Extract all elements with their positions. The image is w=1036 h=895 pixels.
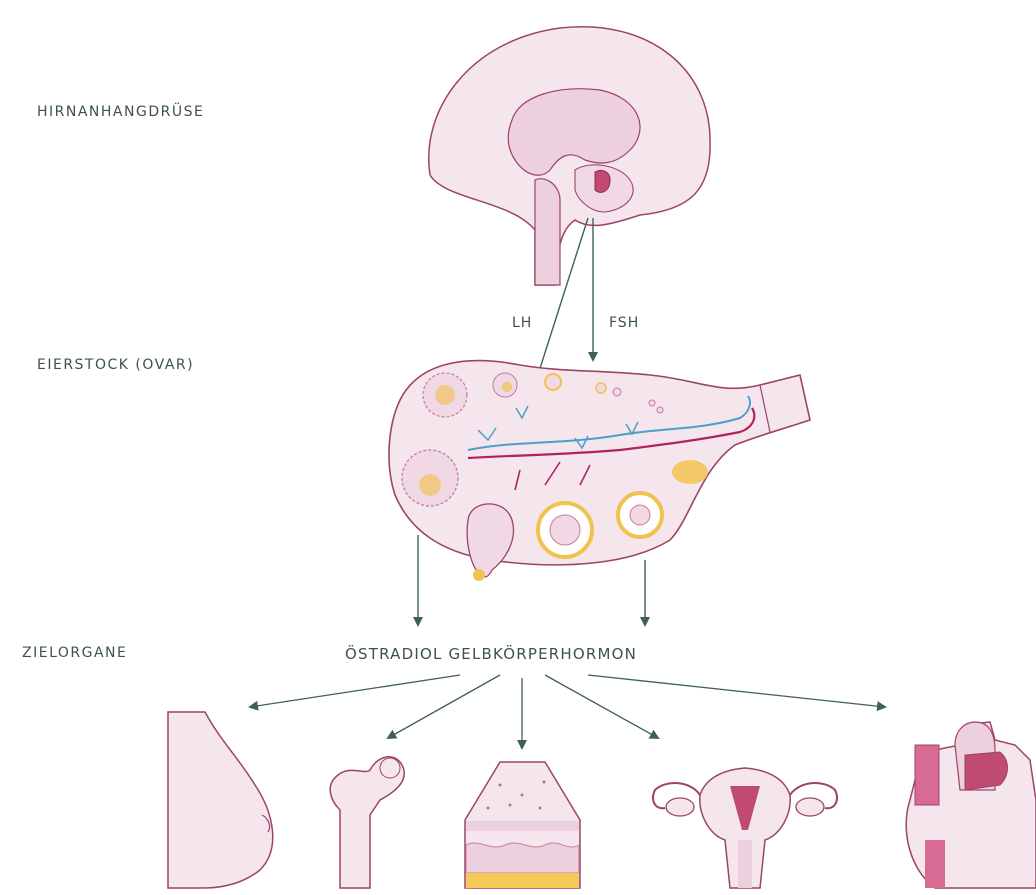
skin-icon xyxy=(465,762,580,888)
uterus-icon xyxy=(653,768,837,888)
arrow-to-bone xyxy=(388,675,500,738)
arrow-to-breast xyxy=(250,675,460,707)
pituitary-gland xyxy=(595,170,610,192)
arrow-to-heart xyxy=(588,675,885,707)
ovary-icon xyxy=(389,361,810,581)
breast-icon xyxy=(168,712,273,888)
arrow-to-uterus xyxy=(545,675,658,738)
heart-icon xyxy=(906,722,1036,888)
brain-icon xyxy=(429,27,710,285)
bone-icon xyxy=(330,757,404,888)
